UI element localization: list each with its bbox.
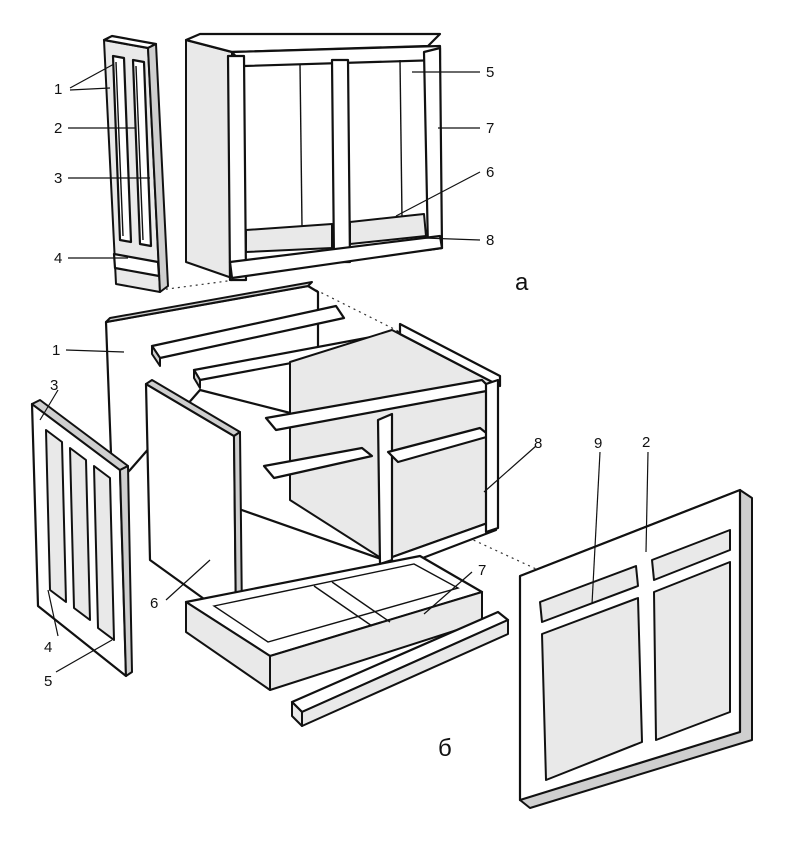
subfigure-a: 1 2 3 4 5 6 7 8 а (54, 32, 529, 296)
door-panel-a (102, 34, 169, 293)
callout-b-4: 4 (44, 639, 52, 656)
callout-b-1: 1 (52, 342, 60, 359)
callout-a-7: 7 (486, 120, 494, 137)
callouts-a: 1 2 3 4 5 6 7 8 (54, 64, 494, 267)
callout-b-2: 2 (642, 434, 650, 451)
callout-a-3: 3 (54, 170, 62, 187)
side-panel-b (144, 379, 243, 624)
callout-b-6: 6 (150, 595, 158, 612)
callout-a-1: 1 (54, 81, 62, 98)
carcass-b (234, 322, 502, 608)
callout-a-4: 4 (54, 250, 62, 267)
subfigure-label-a: а (515, 269, 529, 296)
callout-a-5: 5 (486, 64, 494, 81)
subfigure-b: 1 2 3 4 5 6 7 8 9 б (30, 281, 753, 809)
door-panel-b (30, 399, 133, 678)
callout-a-2: 2 (54, 120, 62, 137)
subfigure-label-b: б (438, 735, 452, 762)
callout-b-3: 3 (50, 377, 58, 394)
callout-a-8: 8 (486, 232, 494, 249)
kick-board-b (290, 610, 510, 727)
callout-b-9: 9 (594, 435, 602, 452)
callout-b-7: 7 (478, 562, 486, 579)
callouts-b: 1 2 3 4 5 6 7 8 9 (44, 342, 650, 690)
callout-a-6: 6 (486, 164, 494, 181)
leader-lines-b (39, 349, 649, 673)
plinth-b (184, 554, 484, 691)
callout-b-8: 8 (534, 435, 542, 452)
leader-lines-a (68, 63, 481, 259)
cabinet-frame-a (184, 32, 444, 282)
face-frame-b (518, 488, 753, 809)
callout-b-5: 5 (44, 673, 52, 690)
alignment-line (159, 279, 236, 291)
